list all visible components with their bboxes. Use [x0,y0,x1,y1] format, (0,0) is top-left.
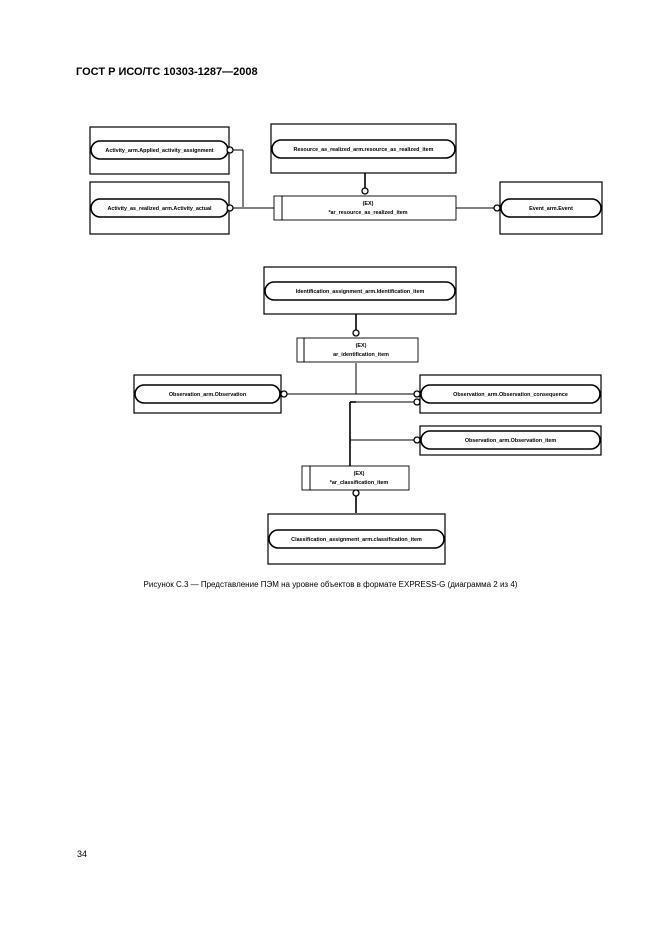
select-classification-item: (EX) *ar_classification_item [301,465,410,491]
entity-resource-as-realized-item-label: Resource_as_realized_arm.resource_as_rea… [294,147,434,153]
entity-activity-actual: Activity_as_realized_arm.Activity_actual [89,181,234,235]
entity-observation-label: Observation_arm.Observation [169,392,246,398]
entity-applied-activity-assignment: Activity_arm.Applied_activity_assignment [89,126,234,175]
figure-caption: Рисунок С.3 — Представление ПЭМ на уровн… [143,580,518,589]
document-header: ГОСТ Р ИСО/ТС 10303-1287—2008 [76,66,258,78]
select-classification-name: *ar_classification_item [330,480,389,486]
entity-classification-item-label: Classification_assignment_arm.classifica… [291,537,422,543]
select-identification-tag: (EX) [356,343,367,349]
entity-identification-item-label: Identification_assignment_arm.Identifica… [296,289,425,295]
entity-observation-item: Observation_arm.Observation_item [413,425,602,456]
connector-lines-1 [233,149,494,209]
entity-activity-actual-label: Activity_as_realized_arm.Activity_actual [108,206,212,212]
select-classification-tag: (EX) [354,471,365,477]
entity-observation: Observation_arm.Observation [133,374,288,414]
entity-resource-as-realized-item: Resource_as_realized_arm.resource_as_rea… [270,123,457,174]
select-resource-name: *ar_resource_as_realized_item [328,210,407,216]
entity-identification-item: Identification_assignment_arm.Identifica… [263,266,457,315]
entity-observation-consequence: Observation_arm.Observation_consequence [413,374,602,414]
select-resource-as-realized-item: (EX) *ar_resource_as_realized_item [273,195,457,221]
relation-circle [352,329,360,337]
relation-circle [352,489,360,497]
entity-event-label: Event_arm.Event [529,206,573,212]
connector-lines-2 [287,314,414,513]
entity-classification-item: Classification_assignment_arm.classifica… [267,513,446,565]
entity-observation-consequence-label: Observation_arm.Observation_consequence [453,392,568,398]
select-resource-tag: (EX) [363,201,374,207]
entity-event: Event_arm.Event [493,181,603,235]
relation-circle [361,187,369,195]
entity-applied-activity-assignment-label: Activity_arm.Applied_activity_assignment [105,148,213,154]
select-identification-name: ar_identification_item [333,352,389,358]
page-number: 34 [77,849,88,859]
entity-observation-item-label: Observation_arm.Observation_item [465,438,557,444]
select-identification-item: (EX) ar_identification_item [296,337,419,363]
